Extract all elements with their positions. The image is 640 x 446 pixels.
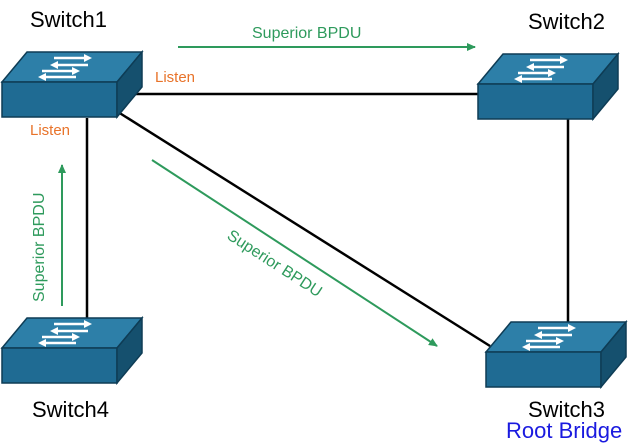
bpdu-label-left: Superior BPDU	[31, 193, 48, 302]
switch1-icon	[0, 50, 144, 119]
bpdu-arrow-diagonal	[151, 159, 438, 347]
switch3-icon	[484, 320, 628, 389]
switch4-icon	[0, 316, 144, 385]
switch1-label: Switch1	[30, 7, 107, 32]
switch4-label: Switch4	[32, 397, 109, 422]
bpdu-arrows	[58, 43, 476, 347]
switch2-icon	[476, 52, 620, 121]
switch3-label: Switch3	[528, 397, 605, 422]
link-switch1-switch3	[117, 110, 491, 348]
switch2-label: Switch2	[528, 9, 605, 34]
bpdu-label-top: Superior BPDU	[252, 25, 361, 42]
switch1-port-state-to-switch4: Listen	[30, 122, 70, 139]
links	[85, 92, 570, 348]
root-bridge-label: Root Bridge	[506, 418, 622, 443]
switch1-port-state-to-switch2: Listen	[155, 69, 195, 86]
